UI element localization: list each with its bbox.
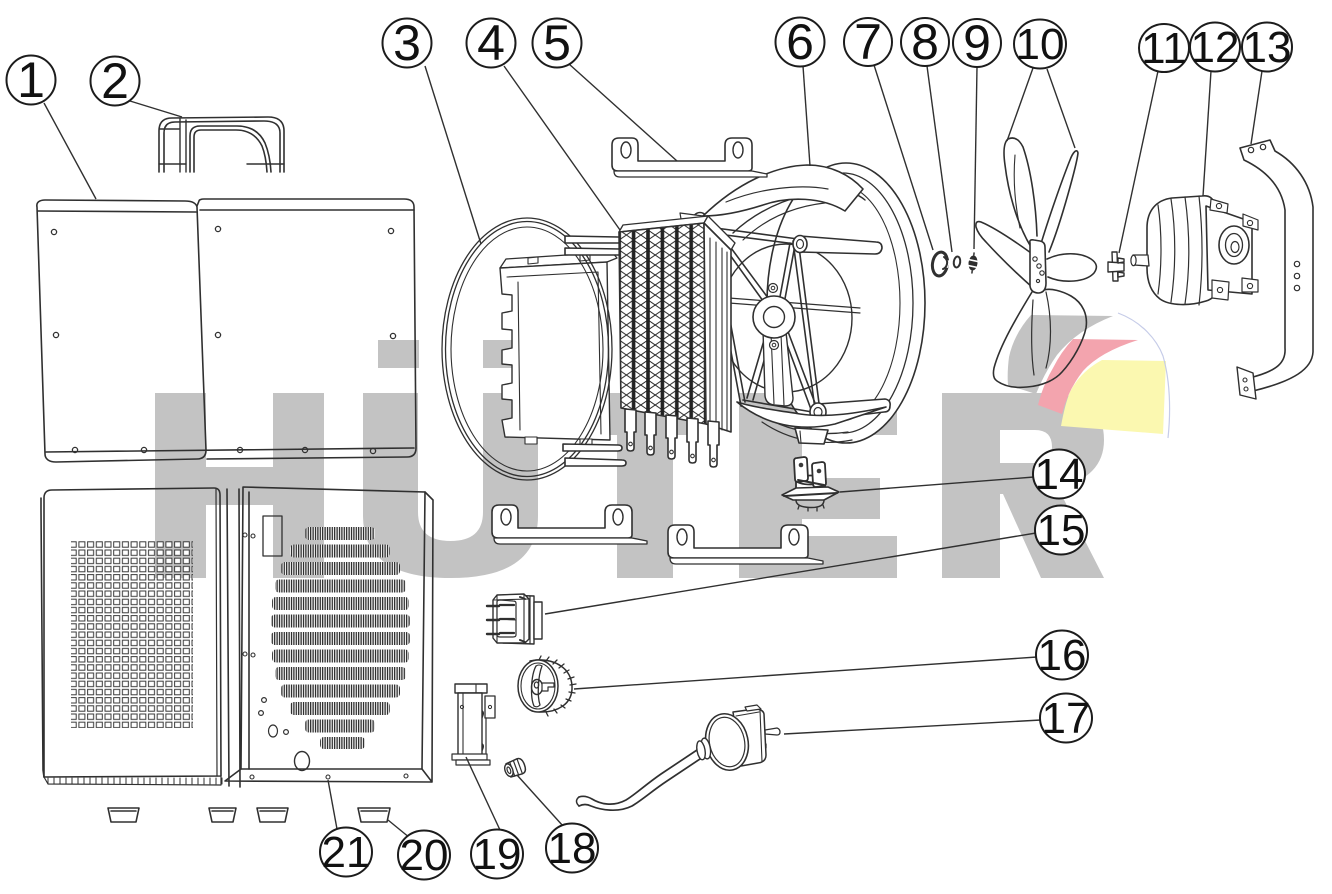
- svg-text:17: 17: [1042, 694, 1091, 743]
- svg-text:12: 12: [1191, 23, 1240, 72]
- svg-text:15: 15: [1037, 506, 1086, 555]
- svg-text:16: 16: [1038, 631, 1087, 680]
- svg-text:8: 8: [911, 14, 939, 70]
- svg-text:10: 10: [1016, 20, 1065, 69]
- svg-text:19: 19: [473, 830, 522, 879]
- svg-text:21: 21: [322, 828, 371, 877]
- svg-text:7: 7: [854, 14, 882, 70]
- svg-text:5: 5: [543, 15, 571, 71]
- svg-text:6: 6: [786, 14, 814, 70]
- svg-text:18: 18: [548, 824, 597, 873]
- svg-text:14: 14: [1035, 450, 1084, 499]
- svg-text:2: 2: [101, 53, 129, 109]
- svg-text:3: 3: [393, 15, 421, 71]
- svg-text:13: 13: [1243, 23, 1292, 72]
- svg-text:9: 9: [963, 15, 991, 71]
- svg-text:1: 1: [17, 52, 45, 108]
- svg-text:4: 4: [477, 15, 505, 71]
- svg-text:11: 11: [1141, 24, 1187, 73]
- svg-text:20: 20: [400, 831, 449, 880]
